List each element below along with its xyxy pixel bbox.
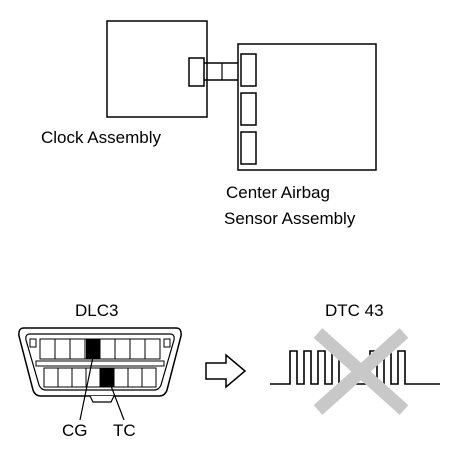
clock-connector — [188, 57, 205, 87]
airbag-sensor-label-line1: Center Airbag — [226, 183, 330, 202]
dlc3-connector — [18, 327, 182, 403]
dlc-pin-tc — [100, 368, 114, 387]
tc-pin-label: TC — [113, 421, 136, 440]
airbag-sensor-label-line2: Sensor Assembly — [224, 209, 356, 228]
airbag-connector-1 — [240, 53, 257, 87]
dlc3-title: DLC3 — [75, 301, 119, 320]
airbag-sensor-box — [237, 43, 377, 171]
airbag-connector-2 — [240, 92, 257, 126]
cg-leader-line — [79, 351, 95, 421]
dtc-title: DTC 43 — [325, 301, 384, 320]
right-arrow-icon — [205, 353, 247, 389]
dlc-pin-cg — [86, 339, 100, 359]
clock-assembly-label: Clock Assembly — [41, 128, 161, 147]
tc-leader-line — [107, 377, 125, 421]
cross-mark-icon — [313, 328, 409, 415]
cg-pin-label: CG — [62, 421, 88, 440]
connecting-cable — [204, 62, 241, 81]
airbag-connector-3 — [240, 131, 257, 165]
